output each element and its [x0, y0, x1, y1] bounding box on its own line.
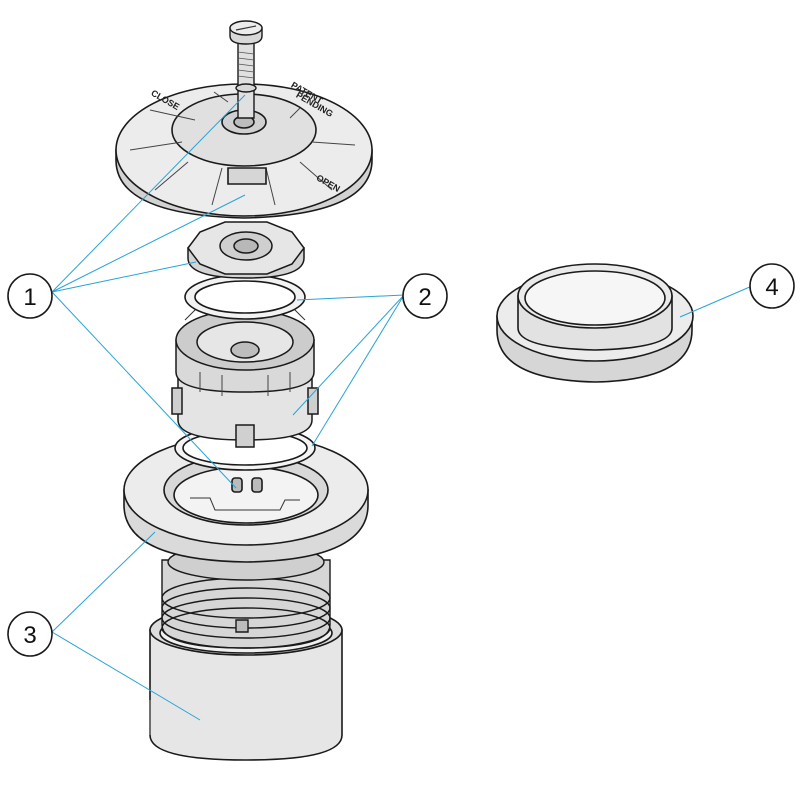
callout-1-label: 1: [23, 284, 36, 311]
leader-2-ring: [296, 294, 405, 301]
retainer-plate: [188, 222, 304, 278]
callout-3-label: 3: [23, 622, 36, 649]
leader-1-plate: [51, 261, 197, 293]
callout-3: 3: [7, 611, 53, 657]
lid-screw: [230, 21, 262, 118]
leader-1-screw: [51, 94, 246, 293]
callout-1: 1: [7, 273, 53, 319]
leader-3-flange: [51, 531, 156, 633]
leader-lines: [51, 94, 753, 721]
callout-2: 2: [402, 273, 448, 319]
callout-4: 4: [749, 263, 795, 309]
deck-flange: [124, 435, 368, 562]
callout-2-label: 2: [418, 284, 431, 311]
leader-2-oring: [311, 294, 405, 447]
lid-cover: [116, 84, 372, 218]
leader-4-ring: [679, 285, 753, 318]
callout-4-label: 4: [765, 274, 778, 301]
leader-1-cover: [51, 194, 246, 293]
leader-3-cylinder: [51, 631, 201, 721]
leader-2-insert: [292, 294, 405, 416]
leader-1-body: [51, 291, 237, 489]
upper-o-ring: [185, 275, 305, 319]
valve-insert: [172, 300, 318, 447]
collar-ring: [497, 264, 693, 382]
